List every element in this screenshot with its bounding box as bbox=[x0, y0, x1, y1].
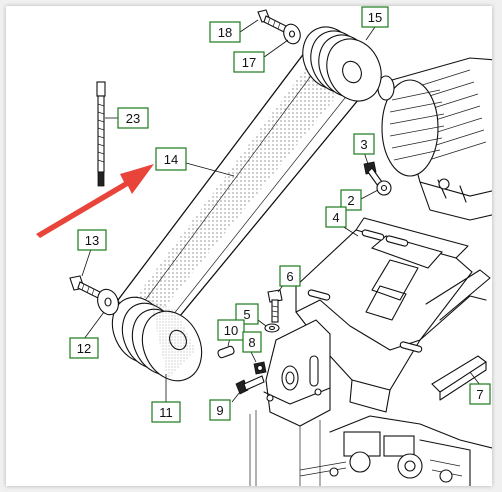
callout-8: 8 bbox=[242, 331, 262, 353]
driven-pulley bbox=[111, 296, 203, 382]
callout-4-text: 4 bbox=[332, 210, 339, 225]
bolt-13-washer-12 bbox=[69, 275, 119, 316]
callout-10: 10 bbox=[217, 319, 245, 341]
callout-2: 2 bbox=[340, 189, 362, 211]
callout-12: 12 bbox=[69, 337, 99, 359]
callout-14-text: 14 bbox=[164, 152, 178, 167]
bolt-6-washer-5 bbox=[264, 289, 283, 333]
key-nut-bolt bbox=[217, 345, 267, 395]
callout-11-text: 11 bbox=[159, 405, 173, 420]
lower-frame bbox=[249, 319, 331, 486]
bolt-18-washer-17 bbox=[257, 9, 301, 45]
side-guard bbox=[419, 295, 487, 401]
callout-8-text: 8 bbox=[248, 335, 255, 350]
callout-17: 17 bbox=[233, 51, 265, 73]
motor bbox=[377, 57, 492, 221]
callout-3: 3 bbox=[353, 133, 375, 155]
callout-10-text: 10 bbox=[224, 323, 238, 338]
callout-13-text: 13 bbox=[85, 233, 99, 248]
pointer-arrow bbox=[36, 164, 154, 238]
diagram-frame: 18 15 17 23 14 3 2 4 13 6 5 10 bbox=[6, 6, 492, 486]
callout-23-text: 23 bbox=[126, 111, 140, 126]
callout-15-text: 15 bbox=[368, 10, 382, 25]
callout-7: 7 bbox=[469, 383, 491, 405]
callout-7-text: 7 bbox=[476, 387, 483, 402]
callout-18: 18 bbox=[209, 21, 241, 43]
callout-11: 11 bbox=[151, 401, 181, 423]
drive-belt bbox=[117, 31, 369, 364]
callout-9: 9 bbox=[209, 399, 231, 421]
callout-17-text: 17 bbox=[242, 55, 256, 70]
callout-5-text: 5 bbox=[243, 307, 250, 322]
motor-pulley bbox=[302, 26, 382, 102]
callout-4: 4 bbox=[325, 206, 347, 228]
callout-12-text: 12 bbox=[77, 341, 91, 356]
callout-15: 15 bbox=[361, 6, 389, 28]
belt-drive-exploded-view: 18 15 17 23 14 3 2 4 13 6 5 10 bbox=[36, 6, 492, 486]
callout-23: 23 bbox=[117, 107, 149, 129]
callout-2-text: 2 bbox=[347, 193, 354, 208]
bolt-3-washer-2 bbox=[363, 161, 392, 196]
leader-lines bbox=[81, 19, 481, 403]
bolt-23 bbox=[96, 81, 106, 187]
callout-6-text: 6 bbox=[286, 269, 293, 284]
lower-machinery bbox=[299, 415, 492, 486]
mounting-bracket bbox=[295, 217, 491, 413]
callout-9-text: 9 bbox=[216, 403, 223, 418]
callout-18-text: 18 bbox=[218, 25, 232, 40]
callout-5: 5 bbox=[235, 303, 259, 325]
callout-3-text: 3 bbox=[360, 137, 367, 152]
callout-13: 13 bbox=[77, 229, 107, 251]
callout-6: 6 bbox=[279, 265, 301, 287]
callout-14: 14 bbox=[155, 147, 187, 171]
